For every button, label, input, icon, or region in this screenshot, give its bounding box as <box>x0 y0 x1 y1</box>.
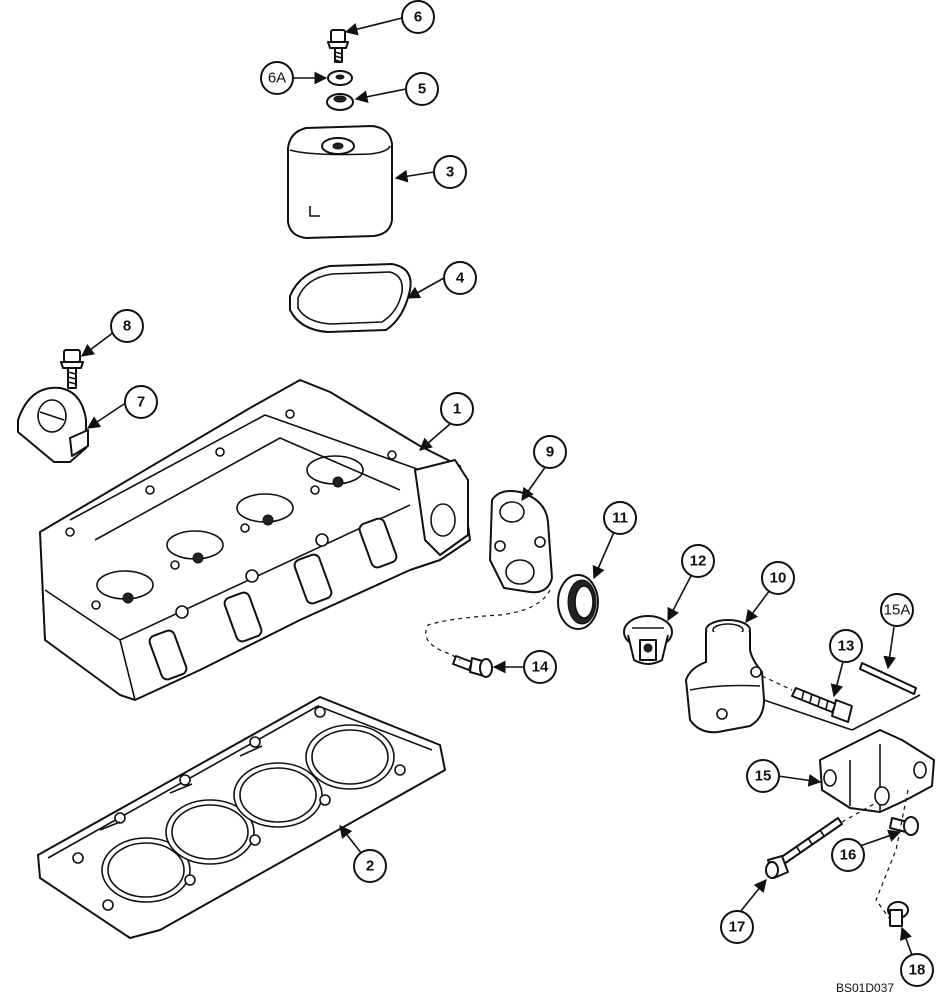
svg-text:1: 1 <box>453 401 461 418</box>
lifting-bracket-part <box>17 386 89 463</box>
thermostat-housing-part <box>685 619 765 734</box>
callout-13: 13 <box>829 629 863 663</box>
svg-text:13: 13 <box>838 638 855 655</box>
valve-cover-part <box>287 125 393 239</box>
bolt-17-path <box>841 803 875 823</box>
callout-11: 11 <box>603 501 637 535</box>
housing-bolt-part <box>452 655 493 678</box>
bracket-bolt-part <box>60 349 84 389</box>
callout-4: 4 <box>443 261 477 295</box>
svg-text:8: 8 <box>123 318 131 335</box>
leader-lines <box>80 17 913 956</box>
callout-10: 10 <box>761 561 795 595</box>
callout-1: 1 <box>440 392 474 426</box>
svg-text:11: 11 <box>612 510 628 527</box>
cylinder-head-part <box>39 379 471 701</box>
callout-8: 8 <box>110 309 144 343</box>
svg-text:14: 14 <box>532 659 549 676</box>
callout-3: 3 <box>433 155 467 189</box>
callout-16: 16 <box>831 838 865 872</box>
svg-text:15: 15 <box>755 768 772 785</box>
svg-text:17: 17 <box>729 919 746 936</box>
svg-text:6: 6 <box>414 9 422 26</box>
washer-6a-part <box>327 70 353 86</box>
reference-code: BS01D037 <box>836 981 894 995</box>
svg-text:16: 16 <box>840 847 857 864</box>
callout-12: 12 <box>681 544 715 578</box>
thermostat-gasket-part <box>489 490 553 594</box>
thermostat-seal-part <box>557 574 599 630</box>
svg-text:4: 4 <box>456 270 465 287</box>
callout-6a: 6A <box>260 61 294 95</box>
callout-15a: 15A <box>880 593 914 627</box>
callout-17: 17 <box>720 910 754 944</box>
callout-15: 15 <box>746 759 780 793</box>
bracket-link-line <box>763 699 853 731</box>
head-gasket-part <box>37 696 446 939</box>
svg-text:2: 2 <box>366 858 374 875</box>
bracket-lower-bolt-part <box>887 901 909 927</box>
thermostat-part <box>623 615 673 665</box>
callout-9: 9 <box>533 435 567 469</box>
cover-gasket-part <box>289 263 412 333</box>
dowel-pin-part <box>859 662 917 695</box>
callout-2: 2 <box>353 849 387 883</box>
svg-text:6A: 6A <box>268 70 286 87</box>
callout-7: 7 <box>124 385 158 419</box>
housing-bracket-part <box>819 729 935 813</box>
svg-text:5: 5 <box>418 81 426 98</box>
callout-14: 14 <box>523 650 557 684</box>
svg-text:15A: 15A <box>884 602 911 619</box>
pin-15a-line <box>851 694 921 731</box>
cover-bolt-part <box>327 29 349 63</box>
bracket-through-bolt-part <box>765 817 843 879</box>
callout-5: 5 <box>405 72 439 106</box>
svg-text:12: 12 <box>690 553 707 570</box>
callout-18: 18 <box>900 953 934 987</box>
bolt-13-path <box>761 675 793 691</box>
bolt-18-path <box>875 789 909 923</box>
svg-text:7: 7 <box>137 394 145 411</box>
bracket-short-bolt-part <box>889 816 919 836</box>
bracket-long-bolt-part <box>791 687 853 723</box>
svg-text:10: 10 <box>770 570 787 587</box>
callout-6: 6 <box>401 0 435 34</box>
svg-text:9: 9 <box>546 444 554 461</box>
grommet-part <box>326 93 354 111</box>
svg-text:3: 3 <box>446 164 454 181</box>
svg-text:18: 18 <box>909 962 926 979</box>
bolt-14-path <box>425 589 551 661</box>
